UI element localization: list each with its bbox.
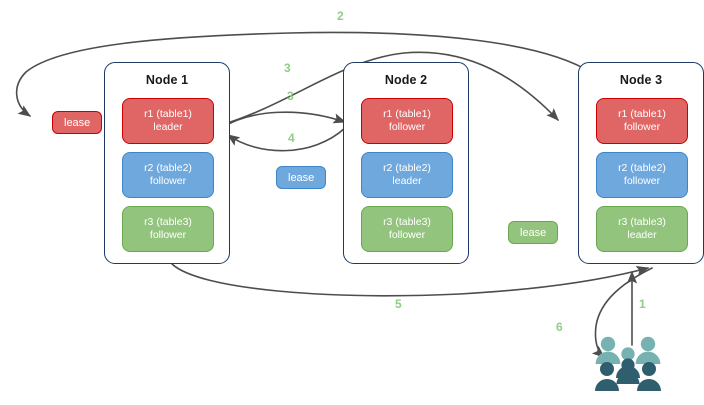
node3-r1-line1: r1 (table1) — [618, 107, 666, 120]
edge-3-short-path — [219, 111, 347, 130]
lease-chip-table3[interactable]: lease — [508, 221, 559, 244]
node2-r1-line2: follower — [388, 121, 426, 133]
edge-2-path — [15, 31, 593, 117]
edge-label-1: 1 — [639, 297, 646, 311]
edge-label-3-short: 3 — [287, 89, 294, 103]
node1-r1-line2: leader — [153, 121, 183, 133]
node2-r2-line2: leader — [392, 175, 422, 187]
node1-title: Node 1 — [145, 73, 189, 87]
node3-r1-line2: follower — [623, 121, 661, 133]
node3-r2-line1: r2 (table2) — [618, 161, 666, 174]
node3-r3-line2: leader — [627, 229, 657, 241]
node1-r3-line2: follower — [149, 229, 187, 241]
node1-r3-line1: r3 (table3) — [144, 215, 192, 228]
node1-replica-r3[interactable]: r3 (table3) follower — [122, 206, 214, 252]
node-container-node3[interactable]: Node 3 r1 (table1) follower r2 (table2) … — [578, 62, 704, 264]
lease-chip-table1[interactable]: lease — [52, 111, 103, 134]
node1-replica-r1[interactable]: r1 (table1) leader — [122, 98, 214, 144]
edge-label-6: 6 — [556, 320, 563, 334]
node1-r2-line2: follower — [149, 175, 187, 187]
node2-replica-r3[interactable]: r3 (table3) follower — [361, 206, 453, 252]
edge-label-2: 2 — [337, 9, 344, 23]
node1-replica-r2[interactable]: r2 (table2) follower — [122, 152, 214, 198]
edge-5-path — [171, 263, 650, 297]
node3-title: Node 3 — [619, 73, 663, 87]
edge-4-path — [226, 127, 346, 152]
lease-chip-table2[interactable]: lease — [276, 166, 327, 189]
edge-label-4: 4 — [288, 131, 295, 145]
node2-replica-r1[interactable]: r1 (table1) follower — [361, 98, 453, 144]
node2-r1-line1: r1 (table1) — [383, 107, 431, 120]
edge-label-3-long: 3 — [284, 61, 291, 75]
node3-r3-line1: r3 (table3) — [618, 215, 666, 228]
node2-r2-line1: r2 (table2) — [383, 161, 431, 174]
node-container-node1[interactable]: Node 1 r1 (table1) leader r2 (table2) fo… — [104, 62, 230, 264]
node2-r3-line2: follower — [388, 229, 426, 241]
node1-r2-line1: r2 (table2) — [144, 161, 192, 174]
node1-r1-line1: r1 (table1) — [144, 107, 192, 120]
node2-r3-line1: r3 (table3) — [383, 215, 431, 228]
node2-replica-r2[interactable]: r2 (table2) leader — [361, 152, 453, 198]
node2-title: Node 2 — [384, 73, 428, 87]
node3-replica-r1[interactable]: r1 (table1) follower — [596, 98, 688, 144]
edge-label-5: 5 — [395, 297, 402, 311]
node3-r2-line2: follower — [623, 175, 661, 187]
node3-replica-r3[interactable]: r3 (table3) leader — [596, 206, 688, 252]
clients-group-icon — [595, 336, 661, 391]
node-container-node2[interactable]: Node 2 r1 (table1) follower r2 (table2) … — [343, 62, 469, 264]
node3-replica-r2[interactable]: r2 (table2) follower — [596, 152, 688, 198]
